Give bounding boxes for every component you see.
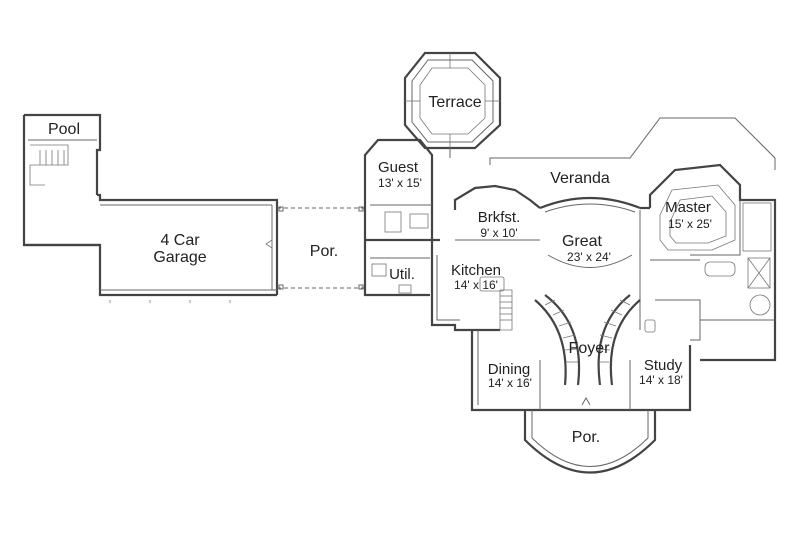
breakfast-dims: 9' x 10' xyxy=(480,226,517,240)
front-porch xyxy=(523,410,657,474)
foyer-label: Foyer xyxy=(569,340,611,357)
study-label: Study xyxy=(644,357,683,374)
garage xyxy=(24,193,279,303)
breakfast-label: Brkfst. xyxy=(478,209,521,226)
porte-cochere xyxy=(277,206,365,290)
dining-dims: 14' x 16' xyxy=(488,376,532,390)
guest-label: Guest xyxy=(378,159,419,176)
breakfast-nook xyxy=(453,184,541,241)
great-dims: 23' x 24' xyxy=(567,250,611,264)
great-label: Great xyxy=(562,233,603,250)
veranda-label: Veranda xyxy=(550,170,610,187)
foyer-stairs xyxy=(534,294,641,386)
room-labels: Pool 4 Car Garage Por. Terrace Guest 13'… xyxy=(48,94,712,446)
front-rooms xyxy=(470,330,692,412)
guest-dims: 13' x 15' xyxy=(378,176,422,190)
study-dims: 14' x 18' xyxy=(639,373,683,387)
terrace xyxy=(403,51,502,158)
kitchen-dims: 14' x 16' xyxy=(454,278,498,292)
kitchen-label: Kitchen xyxy=(451,262,501,279)
dining-label: Dining xyxy=(488,361,531,378)
terrace-label: Terrace xyxy=(428,94,481,111)
utility-label: Util. xyxy=(389,266,415,283)
utility-kitchen xyxy=(363,210,513,332)
garage-label-line2: Garage xyxy=(153,249,206,266)
master-suite xyxy=(644,163,777,362)
guest-suite xyxy=(363,138,440,288)
front-porch-label: Por. xyxy=(572,429,600,446)
veranda xyxy=(489,117,776,170)
great-room xyxy=(539,196,650,330)
pool-label: Pool xyxy=(48,121,80,138)
master-label: Master xyxy=(665,199,711,216)
garage-label-line1: 4 Car xyxy=(160,232,200,249)
master-dims: 15' x 25' xyxy=(668,217,712,231)
porte-cochere-label: Por. xyxy=(310,243,338,260)
